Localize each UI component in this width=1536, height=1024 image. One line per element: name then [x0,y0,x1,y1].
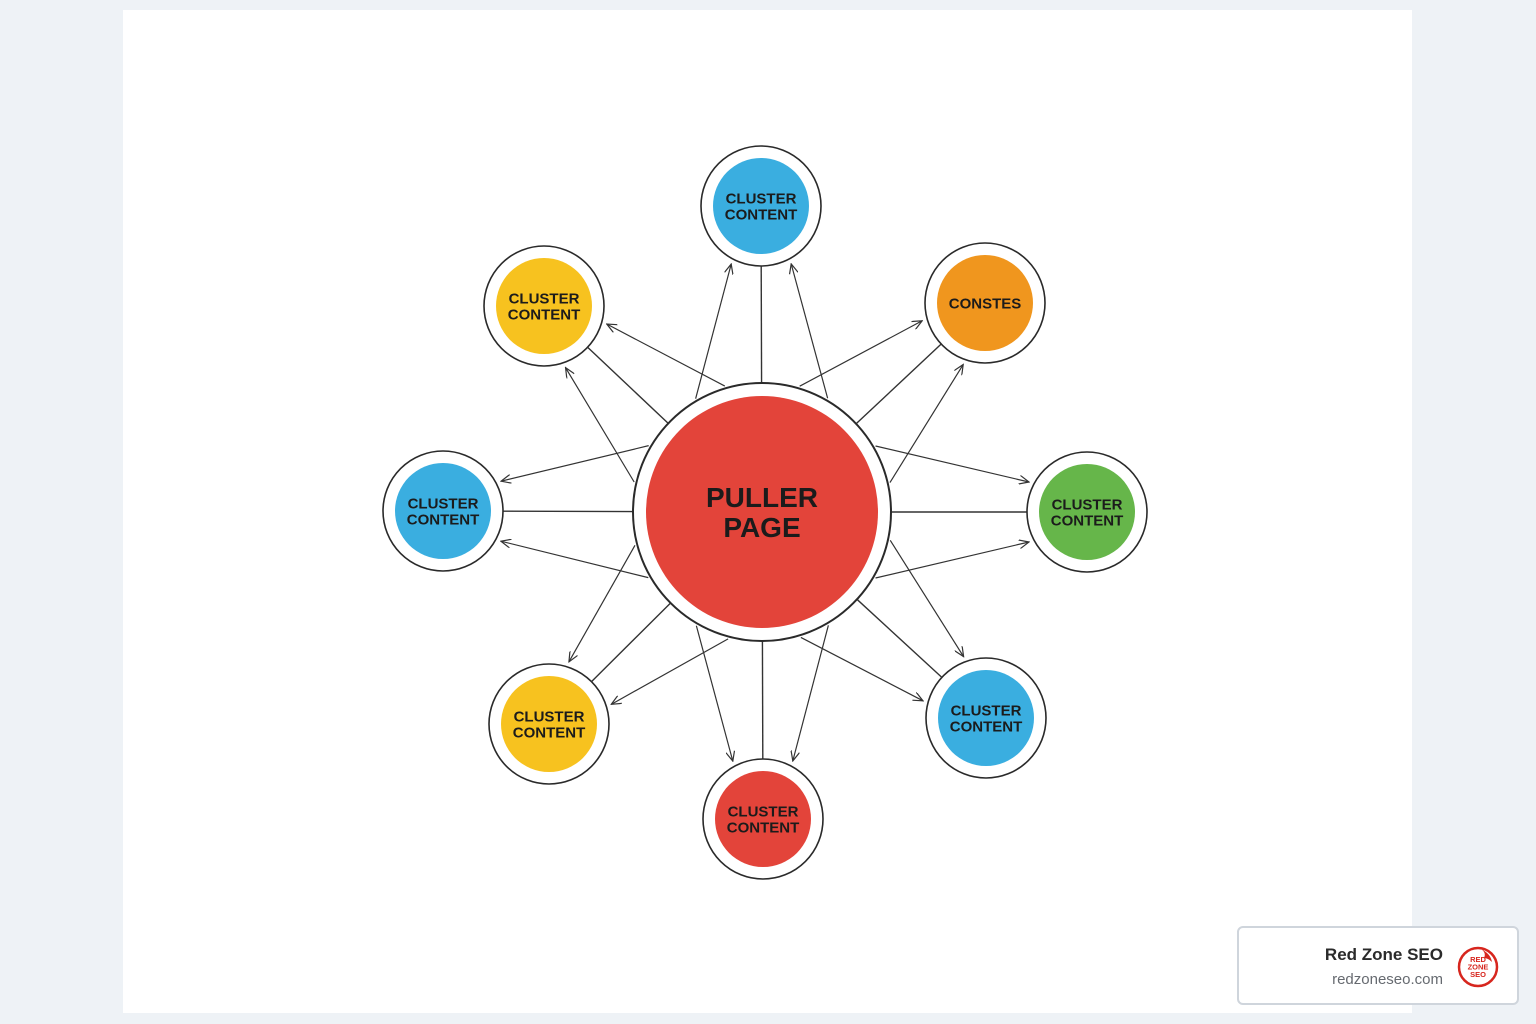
node-fill [938,670,1034,766]
node-fill [715,771,811,867]
arrow-right-a [875,445,1029,482]
node-fill [501,676,597,772]
arrow-top-b [791,264,829,399]
brand-name: Red Zone SEO [1324,945,1443,964]
spoke-line-bottom-right [856,598,943,678]
arrow-bottom-a [793,625,829,761]
node-fill [937,255,1033,351]
node-fill [713,158,809,254]
arrow-top-left-a [566,368,635,483]
hub-fill [646,396,878,628]
arrow-top-right-a [799,321,922,387]
arrow-left-b [501,445,649,482]
spoke-line-top-right [855,343,942,425]
arrow-bottom-b [695,625,732,761]
node-fill [496,258,592,354]
arrow-bottom-left-b [569,545,636,662]
arrow-bottom-right-b [800,636,923,700]
arrow-bottom-left-a [611,638,729,704]
arrow-bottom-right-a [889,539,963,656]
node-fill [395,463,491,559]
arrow-top-left-b [607,324,726,387]
arrow-left-a [501,541,649,579]
node-fill [1039,464,1135,560]
spoke-line-top-left [587,346,669,424]
brand-url[interactable]: redzoneseo.com [1332,971,1443,988]
connector-lines [501,264,1029,761]
arrow-top-a [695,264,732,399]
node-label-top-right: CONSTES [949,295,1022,312]
arrow-top-right-b [889,365,963,483]
spoke-line-bottom-left [591,602,672,683]
arrow-right-b [875,542,1029,579]
cluster-node-top-right: CONSTES [924,242,1046,364]
